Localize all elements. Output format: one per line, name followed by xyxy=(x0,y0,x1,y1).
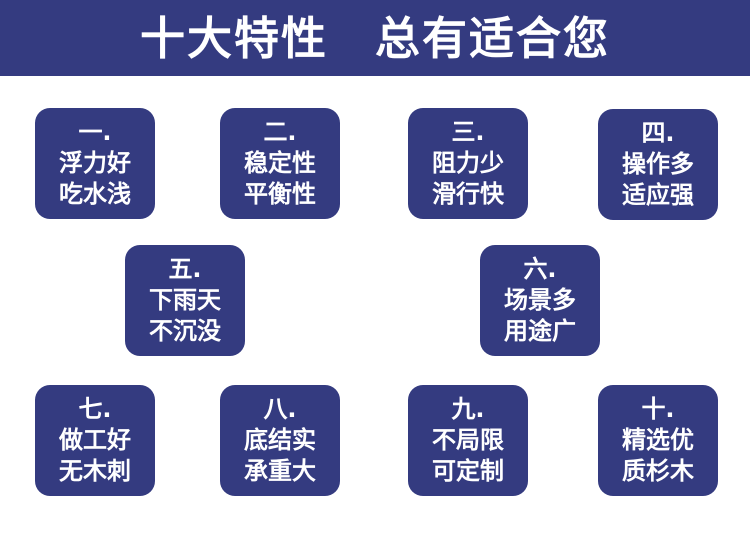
feature-card-8: 八. 底结实 承重大 xyxy=(220,385,340,496)
card-number: 四. xyxy=(641,119,675,147)
card-line2: 可定制 xyxy=(432,457,504,485)
feature-card-4: 四. 操作多 适应强 xyxy=(598,109,718,220)
feature-card-1: 一. 浮力好 吃水浅 xyxy=(35,108,155,219)
feature-card-7: 七. 做工好 无木刺 xyxy=(35,385,155,496)
card-line1: 精选优 xyxy=(622,426,694,454)
card-line2: 吃水浅 xyxy=(59,180,131,208)
card-line1: 场景多 xyxy=(504,286,576,314)
card-number: 六. xyxy=(523,255,557,283)
card-line2: 承重大 xyxy=(244,457,316,485)
header-banner: 十大特性 总有适合您 xyxy=(0,0,750,76)
card-number: 二. xyxy=(263,118,297,146)
card-number: 一. xyxy=(78,118,112,146)
card-number: 三. xyxy=(451,118,485,146)
card-line2: 不沉没 xyxy=(149,317,221,345)
card-number: 八. xyxy=(263,395,297,423)
card-line1: 阻力少 xyxy=(432,149,504,177)
feature-card-6: 六. 场景多 用途广 xyxy=(480,245,600,356)
card-line2: 适应强 xyxy=(622,181,694,209)
card-number: 九. xyxy=(451,395,485,423)
card-line2: 平衡性 xyxy=(244,180,316,208)
card-line1: 操作多 xyxy=(622,150,694,178)
card-line1: 浮力好 xyxy=(59,149,131,177)
card-number: 十. xyxy=(641,395,675,423)
card-number: 七. xyxy=(78,395,112,423)
feature-card-5: 五. 下雨天 不沉没 xyxy=(125,245,245,356)
feature-card-10: 十. 精选优 质杉木 xyxy=(598,385,718,496)
feature-card-2: 二. 稳定性 平衡性 xyxy=(220,108,340,219)
feature-card-3: 三. 阻力少 滑行快 xyxy=(408,108,528,219)
card-line1: 底结实 xyxy=(244,426,316,454)
feature-card-9: 九. 不局限 可定制 xyxy=(408,385,528,496)
card-line2: 无木刺 xyxy=(59,457,131,485)
card-number: 五. xyxy=(168,255,202,283)
card-line2: 质杉木 xyxy=(622,457,694,485)
page-title: 十大特性 总有适合您 xyxy=(139,11,610,65)
card-line2: 滑行快 xyxy=(432,180,504,208)
card-line1: 做工好 xyxy=(59,426,131,454)
card-line1: 下雨天 xyxy=(149,286,221,314)
card-line1: 稳定性 xyxy=(244,149,316,177)
card-line2: 用途广 xyxy=(504,317,576,345)
card-line1: 不局限 xyxy=(432,426,504,454)
